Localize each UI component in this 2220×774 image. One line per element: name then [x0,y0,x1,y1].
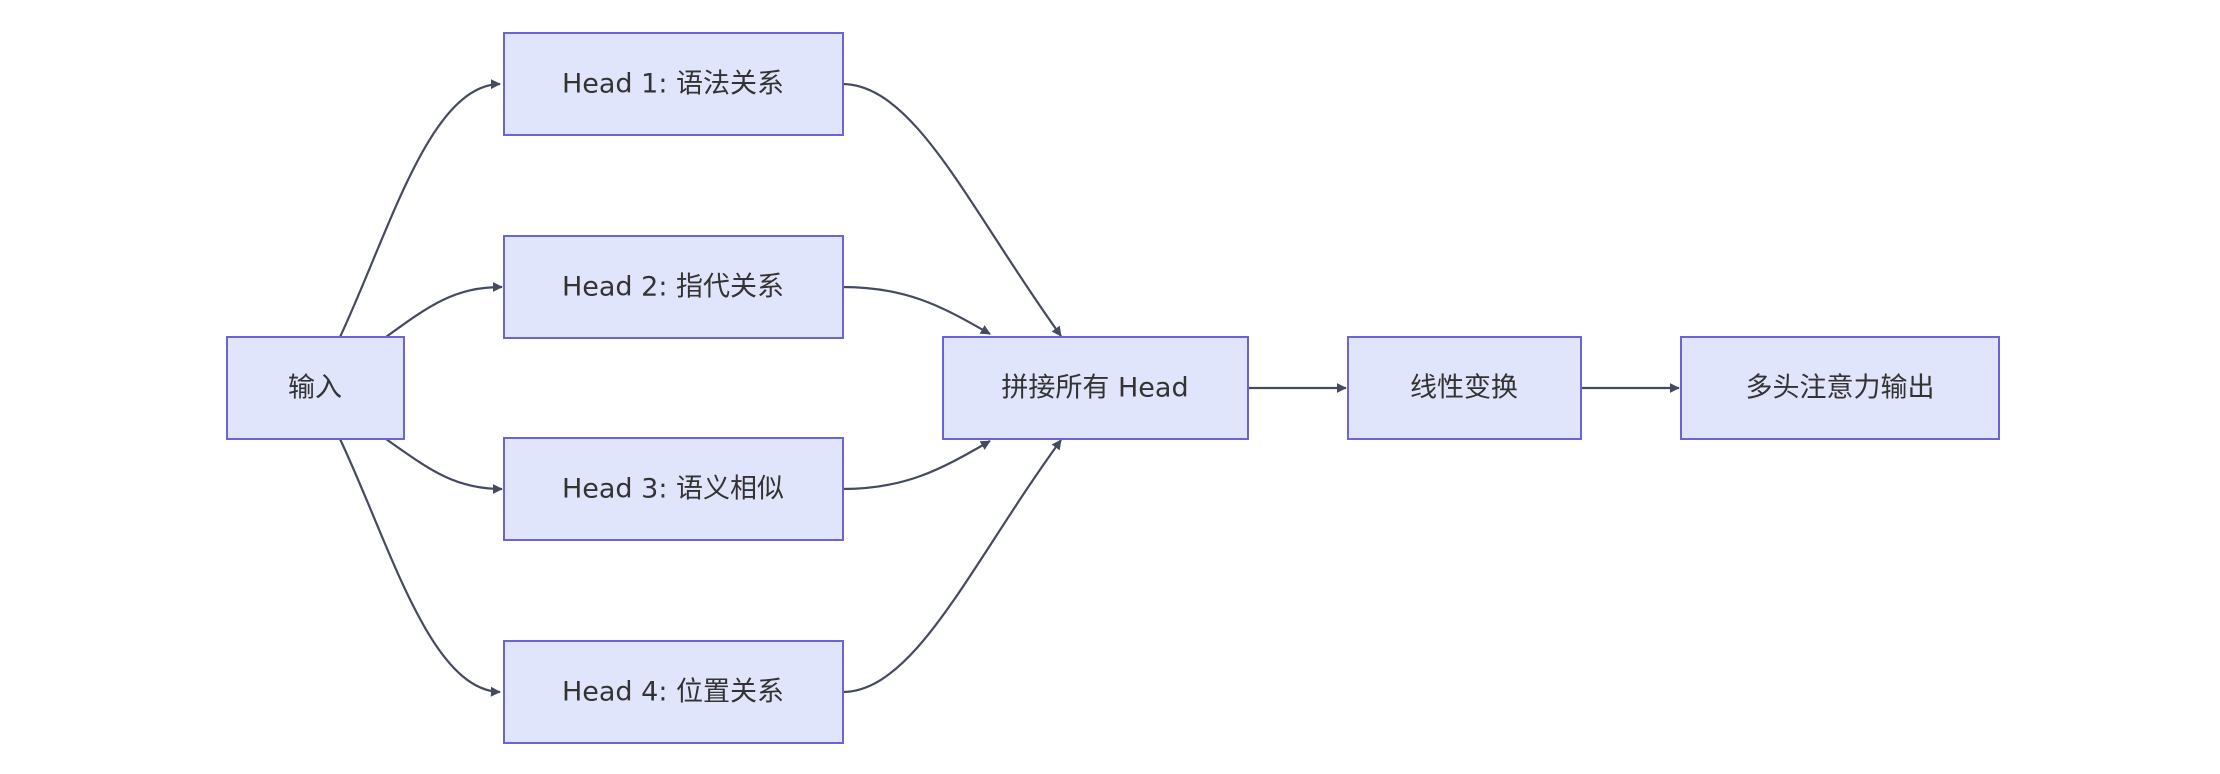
node-head4-label: Head 4: 位置关系 [562,677,784,708]
edge-head3-to-concat [841,440,991,491]
node-head1: Head 1: 语法关系 [503,32,844,136]
node-linear: 线性变换 [1347,336,1582,440]
edge-head1-to-concat [841,82,1062,337]
edge-input-to-head4 [339,438,501,697]
node-input: 输入 [226,336,405,440]
node-concat: 拼接所有 Head [942,336,1249,440]
edge-input-to-head2 [385,282,503,338]
edge-head4-to-concat [841,439,1062,694]
node-output: 多头注意力输出 [1680,336,2000,440]
node-input-label: 输入 [288,373,342,404]
node-head1-label: Head 1: 语法关系 [562,69,784,100]
node-head3: Head 3: 语义相似 [503,437,844,541]
node-concat-label: 拼接所有 Head [1001,373,1188,404]
node-linear-label: 线性变换 [1410,373,1518,404]
node-output-label: 多头注意力输出 [1746,373,1935,404]
node-head2-label: Head 2: 指代关系 [562,272,784,303]
edge-input-to-head3 [385,438,503,494]
node-head3-label: Head 3: 语义相似 [562,474,784,505]
edge-head2-to-concat [841,285,991,335]
node-head2: Head 2: 指代关系 [503,235,844,339]
edges [339,79,1680,697]
edge-input-to-head1 [339,79,501,338]
node-head4: Head 4: 位置关系 [503,640,844,744]
